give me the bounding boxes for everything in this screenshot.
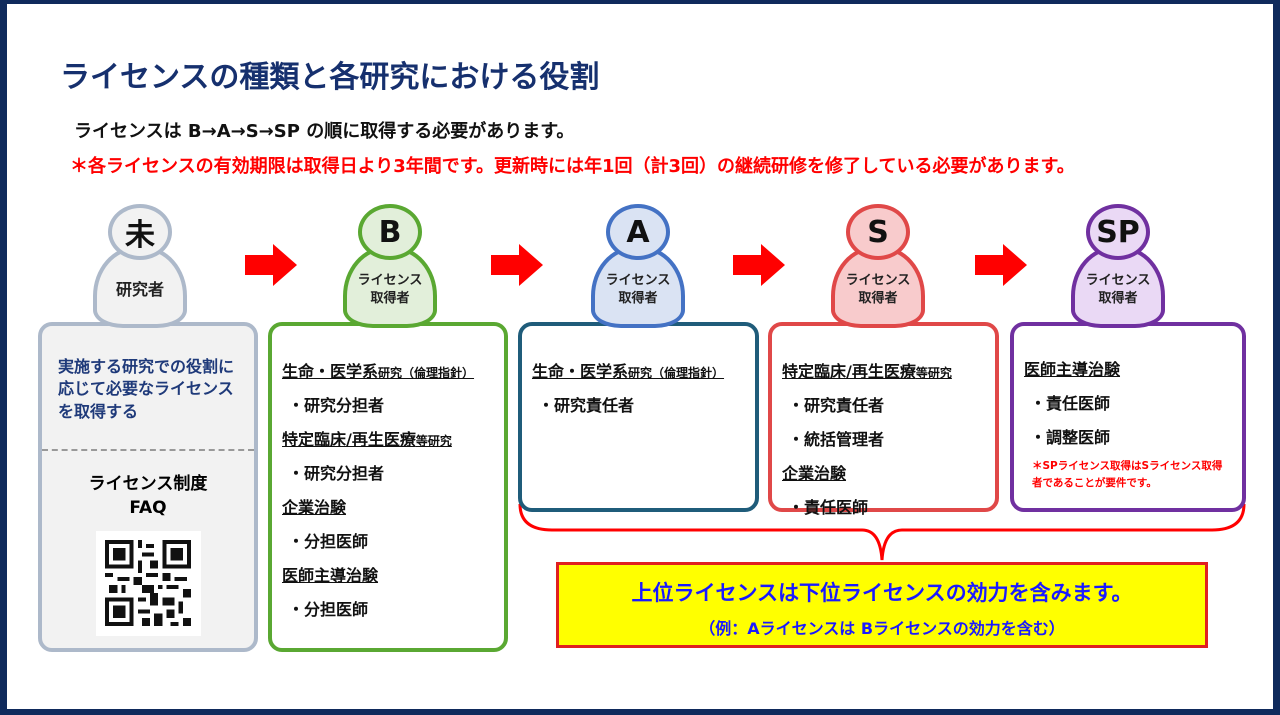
sp-requirement-note: ＊SPライセンス取得はSライセンス取得者であることが要件です。 [1032,460,1223,489]
s-item: ・統括管理者 [788,430,885,449]
sp-item: ・責任医師 [1030,394,1111,413]
a-heading-1: 生命・医学系 [532,362,629,381]
s-card: 特定臨床/再生医療等研究 ・研究責任者 ・統括管理者 企業治験 ・責任医師 [768,322,999,517]
unlicensed-head: 未 [108,204,172,260]
sp-card: 医師主導治験 ・責任医師 ・調整医師 ＊SPライセンス取得はSライセンス取得者で… [1010,322,1246,512]
sp-item: ・調整医師 [1030,428,1111,447]
faq-qr-code[interactable] [95,530,201,636]
callout-main: 上位ライセンスは下位ライセンスの効力を含みます。 [631,581,1133,605]
a-heading-1-sub: 研究（倫理指針） [628,366,725,380]
arrow-right-icon [975,244,1027,286]
s-heading-1: 特定臨床/再生医療 [782,362,916,381]
unlicensed-desc: 実施する研究での役割に応じて必要なライセンスを取得する [58,357,235,421]
s-head: S [846,204,910,260]
sp-head: SP [1086,204,1150,260]
sp-heading-1: 医師主導治験 [1024,360,1121,379]
b-heading-2: 特定臨床/再生医療 [282,430,416,449]
b-item: ・研究分担者 [288,464,385,483]
s-item: ・責任医師 [788,498,869,517]
hierarchy-callout: 上位ライセンスは下位ライセンスの効力を含みます。 （例：Aライセンスは Bライセ… [556,562,1208,648]
s-heading-1-sub: 等研究 [915,366,952,380]
b-heading-1-sub: 研究（倫理指針） [378,366,475,380]
b-item: ・分担医師 [288,600,369,619]
faq-label[interactable]: ライセンス制度 FAQ [88,474,208,518]
b-card: 生命・医学系研究（倫理指針） ・研究分担者 特定臨床/再生医療等研究 ・研究分担… [268,322,508,652]
arrow-right-icon [491,244,543,286]
b-item: ・分担医師 [288,532,369,551]
callout-example: （例：Aライセンスは Bライセンスの効力を含む） [699,619,1065,638]
curly-brace [518,503,1246,561]
s-heading-2: 企業治験 [782,464,847,483]
arrow-right-icon [245,244,297,286]
s-item: ・研究責任者 [788,396,885,415]
order-note: ライセンスは B→A→S→SP の順に取得する必要があります。 [74,121,575,142]
a-body: ライセンス 取得者 [591,246,685,328]
b-heading-2-sub: 等研究 [415,434,452,448]
a-item: ・研究責任者 [538,396,635,415]
a-card: 生命・医学系研究（倫理指針） ・研究責任者 [518,322,759,512]
a-head: A [606,204,670,260]
unlicensed-card: 実施する研究での役割に応じて必要なライセンスを取得する ライセンス制度 FAQ [38,322,258,652]
b-heading-3: 企業治験 [282,498,347,517]
b-head: B [358,204,422,260]
arrow-right-icon [733,244,785,286]
b-heading-1: 生命・医学系 [282,362,379,381]
b-heading-4: 医師主導治験 [282,566,379,585]
b-item: ・研究分担者 [288,396,385,415]
validity-note: ＊各ライセンスの有効期限は取得日より3年間です。更新時には年1回（計3回）の継続… [70,156,1075,177]
page-title: ライセンスの種類と各研究における役割 [60,60,600,95]
